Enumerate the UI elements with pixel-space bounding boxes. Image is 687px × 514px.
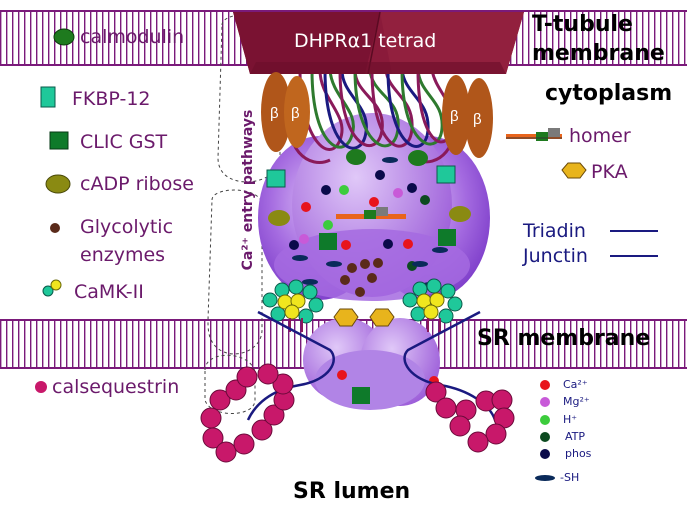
cytoplasm-label: cytoplasm xyxy=(545,81,673,106)
fkbp12-icon xyxy=(40,86,56,108)
homer-icon xyxy=(506,128,562,141)
dhpr-ryr-linkers xyxy=(287,69,457,164)
clic-gst-icon xyxy=(49,131,69,150)
legend-junctin: Junctin xyxy=(523,245,588,267)
camk-ii-cluster-left xyxy=(262,279,324,332)
legend-pka: PKA xyxy=(591,161,628,183)
camk-ii-cluster-right xyxy=(402,278,463,332)
ions xyxy=(289,157,448,386)
legend-homer: homer xyxy=(569,125,631,147)
ion-key-markers xyxy=(535,380,555,481)
beta-label-3: β xyxy=(450,108,459,125)
ryr-bound-molecules xyxy=(266,149,471,404)
beta-label-4: β xyxy=(473,111,482,128)
dhpr-tetrad-label: DHPRα1 tetrad xyxy=(294,30,437,52)
legend-fkbp12: FKBP-12 xyxy=(72,88,151,110)
legend-clic-gst: CLIC GST xyxy=(80,131,168,153)
calsequestrin-icon xyxy=(35,381,47,393)
legend-calmodulin: calmodulin xyxy=(80,26,185,48)
dhpr-tetrad xyxy=(233,11,524,75)
beta-label-1: β xyxy=(270,105,279,122)
ca-entry-pathways-label: Ca²⁺ entry pathways xyxy=(240,109,256,271)
key-sh: -SH xyxy=(560,471,580,484)
beta-label-2: β xyxy=(291,105,300,122)
cadp-ribose-icon xyxy=(45,174,71,194)
legend-glycolytic: Glycolytic xyxy=(80,216,174,238)
key-mg: Mg²⁺ xyxy=(563,395,590,408)
pka-icon xyxy=(561,162,587,179)
glycolytic-enzymes-icon xyxy=(50,223,60,233)
calmodulin-icon xyxy=(53,28,75,46)
legend-enzymes: enzymes xyxy=(80,244,166,266)
legend-calsequestrin: calsequestrin xyxy=(52,376,180,398)
t-tubule-membrane-label: membrane xyxy=(532,41,665,66)
key-phos: phos xyxy=(565,447,592,460)
legend-camk-ii: CaMK-II xyxy=(74,281,144,303)
camk-ii-icon xyxy=(42,279,62,297)
dhpr-beta-subunits xyxy=(261,72,493,158)
key-ca: Ca²⁺ xyxy=(563,378,588,391)
calsequestrin-chain-right xyxy=(425,381,515,453)
key-atp: ATP xyxy=(565,430,586,443)
legend-triadin: Triadin xyxy=(523,220,586,242)
legend-cadp-ribose: cADP ribose xyxy=(80,173,194,195)
t-tubule-label: T-tubule xyxy=(532,12,633,37)
ryr-channel-lower xyxy=(303,318,440,410)
key-h: H⁺ xyxy=(563,413,578,426)
calsequestrin-chain-left xyxy=(200,363,295,463)
sr-membrane-label: SR membrane xyxy=(477,326,651,351)
sr-lumen-label: SR lumen xyxy=(293,479,411,504)
